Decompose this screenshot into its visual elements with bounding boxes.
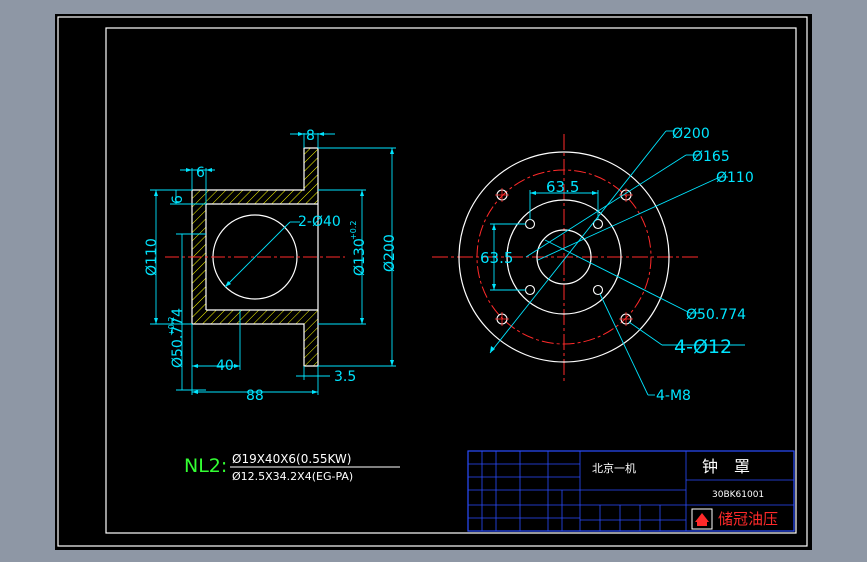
side-dim-4-m8: 4-M8 (656, 388, 691, 404)
model-space[interactable] (55, 14, 812, 550)
note-line-1: Ø19X40X6(0.55KW) (232, 452, 351, 466)
dim-40: 40 (216, 358, 234, 374)
title-company: 北京一机 (592, 461, 636, 475)
title-block: 北京一机 钟 罩 30BK61001 储冠油压 (467, 450, 795, 532)
side-dim-200: Ø200 (672, 126, 710, 142)
front-dimension-lines (150, 133, 396, 395)
circle-200 (458, 151, 670, 363)
side-dim-63-5-h: 63.5 (546, 178, 579, 196)
brand-logo-icon (691, 508, 713, 530)
note-prefix: NL2: (184, 455, 227, 477)
side-dim-4-12: 4-Ø12 (674, 336, 732, 358)
inner-border (105, 27, 797, 534)
side-dimension-lines (489, 130, 745, 396)
dim-110: Ø110 (144, 238, 160, 276)
dim-88: 88 (246, 388, 264, 404)
side-dim-165: Ø165 (692, 149, 730, 165)
title-drawing-no: 30BK61001 (712, 490, 764, 500)
dim-6: 6 (196, 165, 205, 181)
dim-200: Ø200 (382, 234, 398, 272)
front-arrowheads (154, 132, 394, 394)
side-arrowheads (490, 191, 598, 353)
dim-130-tolerance: +0.2 (349, 221, 358, 240)
dim-2-40: 2-Ø40 (298, 214, 341, 230)
dim-130: Ø130 (352, 238, 368, 276)
side-dim-110: Ø110 (716, 170, 754, 186)
note-line-2: Ø12.5X34.2X4(EG-PA) (232, 470, 353, 483)
circle-110 (506, 199, 622, 315)
dim-3-5: 3.5 (334, 369, 356, 385)
pitch-circle-165 (476, 169, 652, 345)
hole-centermarks (495, 188, 633, 326)
circle-50 (536, 229, 592, 285)
outer-border (57, 16, 808, 547)
side-dim-63-5-v: 63.5 (480, 249, 513, 267)
side-dim-50-774: Ø50.774 (686, 307, 746, 323)
dim-8: 8 (306, 128, 315, 144)
front-section-view: 8 6 6 Ø110 2-Ø40 Ø130 +0.2 Ø200 40 88 3.… (144, 128, 398, 404)
side-view: Ø200 Ø165 Ø110 63.5 63.5 Ø50.774 4-Ø12 4… (432, 126, 754, 404)
dim-50-774: Ø50.774 (170, 308, 186, 368)
dim-50-774-tolerance: +0.2 (167, 317, 176, 336)
dim-6-lower: 6 (170, 195, 186, 204)
title-part-name: 钟 罩 (702, 457, 750, 476)
motor-notes: NL2: Ø19X40X6(0.55KW) Ø12.5X34.2X4(EG-PA… (184, 452, 400, 483)
title-brand: 储冠油压 (718, 510, 778, 528)
